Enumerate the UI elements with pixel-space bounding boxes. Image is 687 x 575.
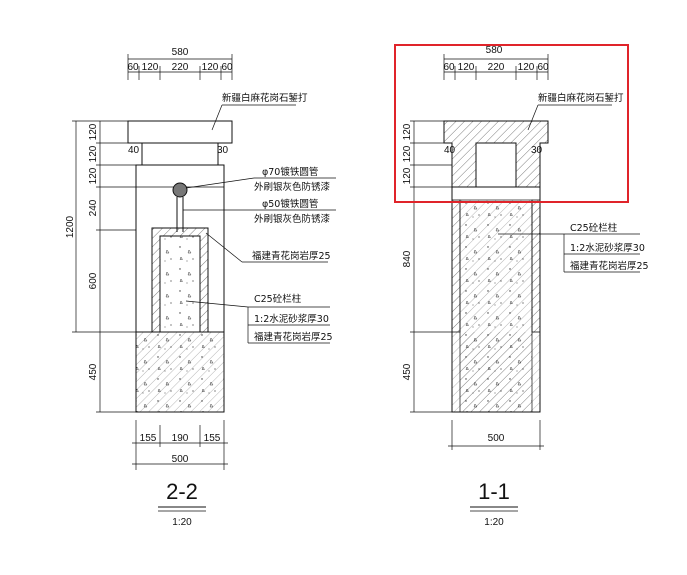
section-title: 1-1 <box>478 479 510 504</box>
cap-neck <box>141 142 219 166</box>
section-1-1: 580 60 120 220 120 60 120 120 120 840 45… <box>402 45 649 528</box>
section-scale: 1:20 <box>172 517 192 528</box>
section-2-2: 580 60 120 220 120 60 1200 120 120 120 2… <box>65 47 336 528</box>
dim-seg: 450 <box>88 363 99 380</box>
dim-seg: 120 <box>88 167 99 184</box>
label-pipe70-paint: 外刷银灰色防锈漆 <box>254 181 331 193</box>
dim-seg: 120 <box>88 145 99 162</box>
pipe-70 <box>172 182 188 198</box>
dim-seg: 600 <box>88 272 99 289</box>
base-hatch <box>136 332 224 412</box>
concrete-core <box>159 235 201 333</box>
bottom-dimensions-1-1: 500 <box>448 420 544 450</box>
dim-seg: 240 <box>88 199 99 216</box>
label-granite-2: 福建青花岗岩厚25 <box>254 331 333 343</box>
dim-seg: 120 <box>402 145 413 162</box>
dim-part: 60 <box>537 62 549 73</box>
dim-bottom-part: 155 <box>140 433 157 444</box>
label-granite: 福建青花岗岩厚25 <box>252 250 331 262</box>
offset-label: 30 <box>217 145 229 156</box>
dim-bottom-part: 190 <box>172 433 189 444</box>
dim-overall-top: 580 <box>486 45 503 56</box>
dim-part: 60 <box>443 62 455 73</box>
label-pipe50: φ50镀铁圆管 <box>262 198 318 210</box>
offset-label: 40 <box>128 145 140 156</box>
dim-bottom-overall: 500 <box>488 433 505 444</box>
dim-part: 220 <box>172 62 189 73</box>
dim-part: 120 <box>458 62 475 73</box>
granite-cap <box>127 120 233 144</box>
granite-cladding-left <box>451 199 461 333</box>
section-scale: 1:20 <box>484 517 504 528</box>
granite-cladding-right <box>531 199 541 333</box>
dim-seg: 120 <box>88 123 99 140</box>
label-granite: 福建青花岗岩厚25 <box>570 260 649 272</box>
left-dimensions-2-2: 1200 120 120 120 240 600 450 <box>65 120 136 413</box>
dim-part: 120 <box>142 62 159 73</box>
label-pipe70: φ70镀铁圆管 <box>262 166 318 178</box>
top-dimensions-1-1: 580 60 120 220 120 60 <box>443 45 549 80</box>
label-cap-stone: 新疆白麻花岗石錾打 <box>222 92 308 104</box>
bottom-dimensions-2-2: 155 190 155 500 <box>132 420 228 470</box>
dim-total-height: 1200 <box>65 215 76 238</box>
label-concrete: C25砼栏柱 <box>254 293 302 305</box>
label-cap-stone: 新疆白麻花岗石錾打 <box>538 92 624 104</box>
label-mortar: 1:2水泥砂浆厚30 <box>254 313 329 325</box>
highlight-box <box>394 44 629 203</box>
dim-part: 60 <box>127 62 139 73</box>
dim-part: 120 <box>518 62 535 73</box>
left-dimensions-1-1: 120 120 120 840 450 <box>402 120 452 413</box>
top-dimensions-2-2: 580 60 120 220 120 60 <box>127 47 233 80</box>
offset-label: 30 <box>531 145 543 156</box>
dim-seg: 450 <box>402 363 413 380</box>
dim-part: 120 <box>202 62 219 73</box>
offset-label: 40 <box>444 145 456 156</box>
dim-part: 220 <box>488 62 505 73</box>
annotations-1-1: 新疆白麻花岗石錾打 C25砼栏柱 1:2水泥砂浆厚30 福建青花岗岩厚25 <box>498 92 649 273</box>
granite-cap-section <box>443 120 549 188</box>
dim-overall-top: 580 <box>172 47 189 58</box>
label-pipe50-paint: 外刷银灰色防锈漆 <box>254 213 331 225</box>
annotations-2-2: 新疆白麻花岗石錾打 φ70镀铁圆管 外刷银灰色防锈漆 φ50镀铁圆管 外刷银灰色… <box>183 92 336 344</box>
dim-bottom-part: 155 <box>204 433 221 444</box>
dim-seg: 120 <box>402 167 413 184</box>
section-title: 2-2 <box>166 479 198 504</box>
dim-bottom-overall: 500 <box>172 454 189 465</box>
dim-seg: 840 <box>402 250 413 267</box>
base-hatch <box>452 332 540 412</box>
dim-part: 60 <box>221 62 233 73</box>
dim-seg: 120 <box>402 123 413 140</box>
label-mortar: 1:2水泥砂浆厚30 <box>570 242 645 254</box>
label-concrete: C25砼栏柱 <box>570 222 618 234</box>
